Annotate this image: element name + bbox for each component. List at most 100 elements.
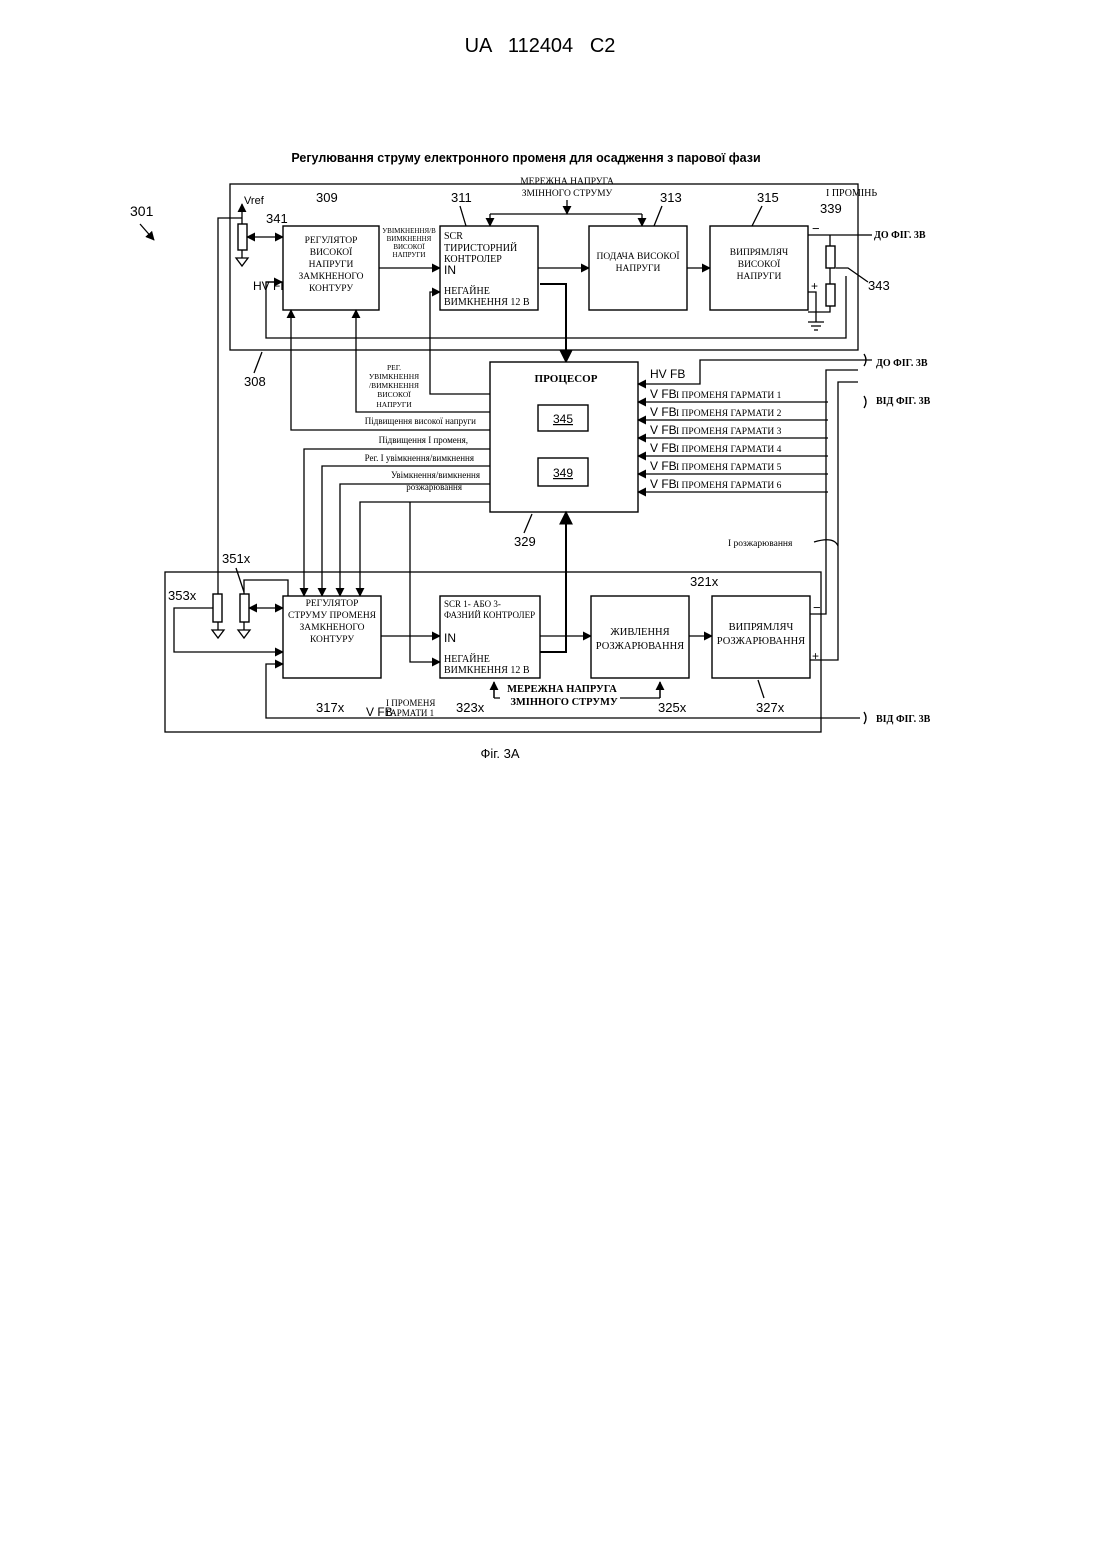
reg-on-off-hv-5: НАПРУГИ — [376, 400, 412, 409]
hv-rectifier-line2: ВИСОКОЇ — [738, 258, 781, 270]
scr-top-emergency2: ВИМКНЕННЯ 12 В — [444, 297, 530, 308]
vfb-prefix-3: V FB — [650, 423, 677, 437]
bottom-ac-line1: МЕРЕЖНА НАПРУГА — [507, 684, 617, 695]
ref-313: 313 — [660, 190, 682, 205]
ref-317x: 317x — [316, 700, 345, 715]
vfb-label-2: І ПРОМЕНЯ ГАРМАТИ 2 — [676, 409, 782, 419]
ref-327x: 327x — [756, 700, 785, 715]
top-minus: − — [812, 221, 820, 236]
pot-351-top — [244, 580, 288, 596]
ref-308-leader — [254, 352, 262, 373]
ref-343: 343 — [868, 278, 890, 293]
ref-308: 308 — [244, 374, 266, 389]
reg-on-off-hv-1: РЕГ. — [387, 363, 401, 372]
pot-353-wiper — [174, 608, 283, 652]
vfb-label-5: І ПРОМЕНЯ ГАРМАТИ 5 — [676, 463, 782, 473]
ground-icon-top — [236, 258, 248, 266]
to-fig3b-mid-line — [858, 354, 872, 366]
beam-regulator-line3: ЗАМКНЕНОГО — [300, 623, 365, 633]
proc-to-scr-bottom-in — [410, 502, 440, 636]
ref-329-leader — [524, 514, 532, 533]
on-off-hv-line1: УВІМКНЕННЯ/В — [382, 227, 436, 235]
on-off-heating-1: Увімкнення/вимкнення — [391, 470, 480, 480]
from-fig3b-top: ВІД ФІГ. 3В — [876, 396, 931, 407]
bottom-ac-line2: ЗМІННОГО СТРУМУ — [510, 697, 618, 708]
heating-out-plus — [810, 382, 858, 660]
document-number: UA 112404 C2 — [465, 35, 616, 57]
raise-hv-label: Підвищення високої напруги — [365, 416, 476, 426]
on-off-hv-line4: НАПРУГИ — [393, 251, 426, 259]
pot-bottom-grounds — [212, 622, 250, 638]
hv-regulator-line1: РЕГУЛЯТОР — [305, 236, 358, 246]
ref-311-leader — [460, 206, 466, 226]
vfb-label-1: І ПРОМЕНЯ ГАРМАТИ 1 — [676, 391, 782, 401]
scr-top-emergency1: НЕГАЙНЕ — [444, 285, 490, 297]
proc-to-hvreg-onoff — [356, 310, 490, 412]
figure-title: Регулювання струму електронного променя … — [291, 151, 760, 165]
hv-regulator-line3: НАПРУГИ — [309, 260, 354, 270]
ref-301: 301 — [130, 203, 154, 219]
vfb-prefix-6: V FB — [650, 477, 677, 491]
scr-bottom-to-proc — [540, 512, 566, 652]
hv-rectifier-line3: НАПРУГИ — [737, 272, 782, 282]
ref-327-leader — [758, 680, 764, 698]
bottom-i-beam-gun1-line2: ГАРМАТИ 1 — [386, 708, 434, 718]
on-off-hv-line2: ВИМКНЕННЯ — [387, 235, 432, 243]
vfb-prefix-5: V FB — [650, 459, 677, 473]
scr-bottom-emergency2: ВИМКНЕННЯ 12 В — [444, 665, 530, 676]
from-fig3b-bottom-mark — [864, 712, 866, 724]
to-fig3b-top: ДО ФІГ. 3В — [874, 230, 926, 241]
bottom-plus: + — [812, 649, 819, 663]
vfb-prefix-1: V FB — [650, 387, 677, 401]
i-heating-label: І розжарювання — [728, 539, 793, 549]
ref-349: 349 — [553, 466, 573, 480]
resistor-339-upper — [826, 246, 835, 268]
ref-329: 329 — [514, 534, 536, 549]
ref-321x: 321x — [690, 574, 719, 589]
top-ac-mains-line1: МЕРЕЖНА НАПРУГА — [520, 177, 614, 187]
proc-to-scr-bottom-emergency — [410, 636, 440, 662]
potentiometer-341[interactable] — [238, 224, 247, 250]
top-plus-line — [808, 292, 816, 312]
from-fig3b-bottom: ВІД ФІГ. 3В — [876, 714, 931, 725]
bottom-minus: − — [813, 600, 821, 615]
vfb-prefix-4: V FB — [650, 441, 677, 455]
vfb-inputs: V FB І ПРОМЕНЯ ГАРМАТИ 1 V FB І ПРОМЕНЯ … — [638, 387, 828, 492]
ref-313-leader — [654, 206, 662, 226]
top-ac-mains-line2: ЗМІННОГО СТРУМУ — [522, 189, 613, 199]
hv-rectifier-line1: ВИПРЯМЛЯЧ — [730, 248, 788, 258]
heating-supply-line1: ЖИВЛЕННЯ — [610, 627, 669, 638]
vfb-label-3: І ПРОМЕНЯ ГАРМАТИ 3 — [676, 427, 782, 437]
proc-to-beamreg-4 — [360, 502, 490, 596]
ref-315-leader — [752, 206, 762, 226]
scr-bottom-emergency1: НЕГАЙНЕ — [444, 653, 490, 665]
on-off-hv-line3: ВИСОКОЇ — [393, 243, 425, 251]
top-plus: + — [811, 279, 818, 293]
ref-341: 341 — [266, 211, 288, 226]
ref-315: 315 — [757, 190, 779, 205]
ref-343-leader — [836, 268, 868, 282]
vfb-label-6: І ПРОМЕНЯ ГАРМАТИ 6 — [676, 481, 782, 491]
vref-label: Vref — [244, 195, 265, 207]
from-fig3b-top-mark — [864, 396, 866, 408]
scr-top-scr: SCR — [444, 231, 463, 242]
beam-regulator-line2: СТРУМУ ПРОМЕНЯ — [288, 611, 377, 621]
ground-right — [808, 312, 824, 330]
reg-i-onoff-label: Рег. І увімкнення/вимкнення — [365, 453, 474, 463]
heating-rectifier-line2: РОЗЖАРЮВАННЯ — [717, 636, 805, 647]
potentiometer-353x[interactable] — [213, 594, 222, 622]
hv-regulator-line5: КОНТУРУ — [309, 284, 353, 294]
beam-regulator-line4: КОНТУРУ — [310, 635, 354, 645]
beam-regulator-line1: РЕГУЛЯТОР — [306, 599, 359, 609]
vfb-prefix-2: V FB — [650, 405, 677, 419]
hv-regulator-line4: ЗАМКНЕНОГО — [299, 272, 364, 282]
potentiometer-351x[interactable] — [240, 594, 249, 622]
i-beam-label: І ПРОМІНЬ — [826, 188, 877, 199]
scr-bottom-in: IN — [444, 631, 456, 645]
resistor-339-lower — [826, 284, 835, 306]
reg-on-off-hv-4: ВИСОКОЇ — [377, 390, 411, 399]
hv-supply-line2: НАПРУГИ — [616, 264, 661, 274]
hv-supply-line1: ПОДАЧА ВИСОКОЇ — [596, 250, 679, 262]
scr-bottom-line1: SCR 1- АБО 3- — [444, 599, 501, 609]
